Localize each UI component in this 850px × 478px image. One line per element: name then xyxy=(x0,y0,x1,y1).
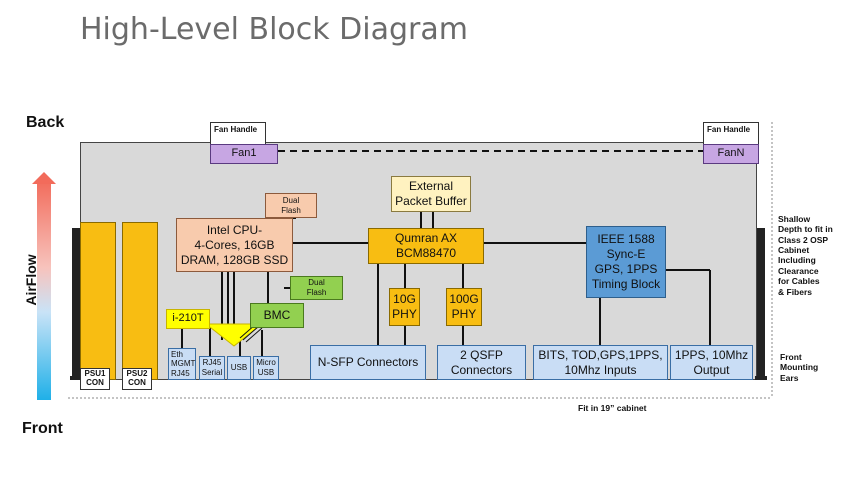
dual-flash-cpu: Dual Flash xyxy=(265,193,317,218)
airflow-arrow xyxy=(37,180,51,400)
back-label: Back xyxy=(26,114,65,131)
fan1-handle: Fan Handle xyxy=(210,122,266,146)
psu2-label: PSU2 CON xyxy=(122,368,152,390)
phy-100g: 100G PHY xyxy=(446,288,482,326)
eth-mgmt-port: Eth MGMT RJ45 xyxy=(168,348,196,380)
front-ears-note: Front Mounting Ears xyxy=(780,352,819,383)
fann-handle: Fan Handle xyxy=(703,122,759,146)
shallow-depth-note: Shallow Depth to fit in Class 2 OSP Cabi… xyxy=(778,214,833,297)
airflow-arrowhead-icon xyxy=(32,172,56,184)
psu1-label: PSU1 CON xyxy=(80,368,110,390)
phy-10g: 10G PHY xyxy=(389,288,420,326)
fann: FanN xyxy=(703,144,759,164)
cpu-block: Intel CPU- 4-Cores, 16GB DRAM, 128GB SSD xyxy=(176,218,293,272)
left-ear-base xyxy=(70,376,82,380)
right-ear-base xyxy=(755,376,767,380)
qsfp-connectors: 2 QSFP Connectors xyxy=(437,345,526,380)
nsfp-connectors: N-SFP Connectors xyxy=(310,345,426,380)
psu2 xyxy=(122,222,158,380)
i210t-block: i-210T xyxy=(166,309,210,329)
dual-flash-bmc: Dual Flash xyxy=(290,276,343,300)
front-label: Front xyxy=(22,420,63,437)
qumran-block: Qumran AX BCM88470 xyxy=(368,228,484,264)
rj45-serial-port: RJ45 Serial xyxy=(199,356,225,380)
page-title: High-Level Block Diagram xyxy=(80,12,468,47)
external-packet-buffer: External Packet Buffer xyxy=(391,176,471,212)
pps-output: 1PPS, 10Mhz Output xyxy=(670,345,753,380)
ieee-1588-timing-block: IEEE 1588 Sync-E GPS, 1PPS Timing Block xyxy=(586,226,666,298)
fan1: Fan1 xyxy=(210,144,278,164)
left-ear xyxy=(72,228,80,380)
cabinet-note: Fit in 19” cabinet xyxy=(578,403,647,413)
bmc-block: BMC xyxy=(250,303,304,328)
right-ear xyxy=(757,228,765,380)
usb-port: USB xyxy=(227,356,251,380)
micro-usb-port: Micro USB xyxy=(253,356,279,380)
psu1 xyxy=(80,222,116,380)
bits-inputs: BITS, TOD,GPS,1PPS, 10Mhz Inputs xyxy=(533,345,668,380)
